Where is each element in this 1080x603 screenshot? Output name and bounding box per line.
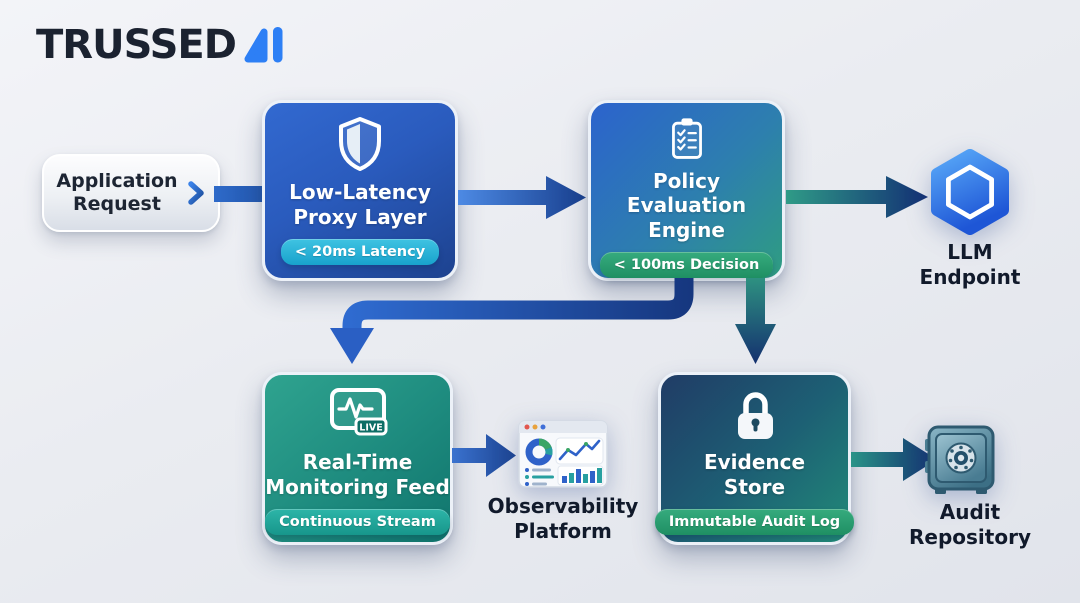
dashboard-icon [518,420,608,488]
arrow-policy-to-llm [786,176,928,218]
evidence-audit-badge: Immutable Audit Log [654,508,855,535]
observability-label: Observability Platform [487,494,639,543]
clipboard-checklist-icon [671,118,702,159]
arrow-evidence-to-audit [851,438,937,481]
ai-triangle-glyph-icon [244,27,283,63]
arrow-monitoring-to-observability [452,434,516,477]
live-badge-text: LIVE [359,423,382,434]
monitoring-stream-badge: Continuous Stream [265,508,450,535]
logo-text: TRUSSED [36,22,237,68]
proxy-latency-badge: < 20ms Latency [280,238,440,265]
evidence-node: Evidence Store Immutable Audit Log [654,372,855,545]
monitoring-label: Real-Time Monitoring Feed [265,450,450,499]
openai-logo-icon [931,149,1009,235]
arrow-proxy-to-policy [458,176,586,219]
evidence-label: Evidence Store [703,450,806,499]
policy-node: Policy Evaluation Engine < 100ms Decisio… [588,100,785,281]
live-monitor-icon: LIVE [329,388,387,436]
arrow-policy-to-monitoring [330,278,694,364]
shield-icon [339,117,381,171]
trussedai-logo: TRUSSED [36,22,286,68]
proxy-label: Low-Latency Proxy Layer [289,180,431,229]
arrow-app-to-proxy [214,186,264,202]
arrow-policy-to-evidence [735,278,776,364]
llm-endpoint-label: LLM Endpoint [919,240,1021,289]
policy-label: Policy Evaluation Engine [626,168,747,243]
policy-decision-badge: < 100ms Decision [599,252,774,278]
audit-repository-label: Audit Repository [909,500,1031,549]
app-request-label: Application Request [56,170,178,215]
vault-icon [925,425,995,494]
proxy-node: Low-Latency Proxy Layer < 20ms Latency [262,100,458,281]
lock-icon [737,392,773,439]
app-request-node: Application Request [42,154,220,232]
chevron-right-icon [187,181,204,205]
monitoring-node: LIVE Real-Time Monitoring Feed Continuou… [262,372,453,545]
